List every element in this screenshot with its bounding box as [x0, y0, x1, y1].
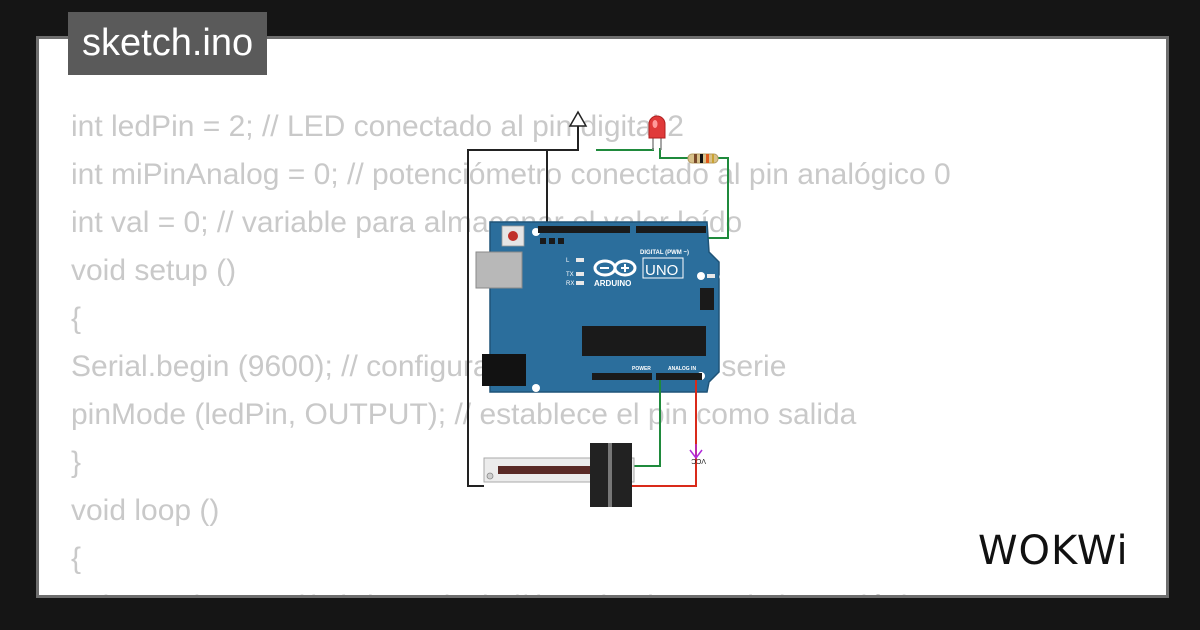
wire-gnd-pot — [467, 149, 578, 487]
power-jack — [482, 354, 526, 386]
code-line: { — [71, 302, 82, 335]
icsp-pin — [549, 238, 555, 244]
l-led — [576, 258, 584, 262]
code-line: void loop () — [71, 494, 220, 527]
vcc-label: VCC — [691, 457, 706, 464]
power-header-label: POWER — [632, 366, 651, 372]
code-line: int ledPin = 2; // LED conectado al pin … — [71, 110, 684, 143]
usb-port — [475, 251, 523, 289]
icsp-header — [700, 288, 714, 310]
slider-handle-groove — [608, 443, 612, 507]
board-model-frame — [642, 257, 684, 279]
code-line: { — [71, 542, 82, 575]
analog-header — [656, 373, 702, 380]
slide-potentiometer[interactable] — [483, 443, 635, 507]
analog-header-label: ANALOG IN — [668, 366, 696, 372]
wire-pot-vcc — [632, 380, 697, 487]
board-model: UNO — [645, 262, 678, 279]
l-led-label: L — [566, 258, 570, 264]
tx-led-label: TX — [566, 272, 574, 278]
code-line: void setup () — [71, 254, 237, 287]
resistor[interactable] — [687, 153, 719, 164]
wire-led-cathode — [596, 148, 654, 151]
code-listing: int ledPin = 2; // LED conectado al pin … — [71, 103, 951, 595]
reset-button-cap[interactable] — [508, 231, 518, 241]
code-area: int ledPin = 2; // LED conectado al pin … — [36, 36, 1169, 598]
wire-gnd-top — [546, 126, 579, 222]
led[interactable] — [648, 115, 666, 150]
mount-hole — [697, 272, 705, 280]
ground-symbol — [568, 110, 588, 127]
on-led — [707, 274, 715, 278]
code-line: val = analogRead(miPinAnalog); // lee el… — [71, 583, 951, 595]
arduino-uno-board[interactable]: DIGITAL (PWM ~) L TX RX UNO ARDUINO ON P… — [475, 221, 728, 393]
project-title: sketch.ino — [68, 12, 268, 75]
wire-pot-signal — [632, 380, 661, 467]
atmega-chip — [582, 326, 706, 356]
digital-header-left — [538, 226, 630, 233]
on-label: ON — [719, 275, 728, 281]
rx-led-label: RX — [566, 281, 574, 287]
brand-logo-text: WOKWi — [978, 528, 1129, 574]
icsp-pin — [540, 238, 546, 244]
rx-led — [576, 281, 584, 285]
arduino-logo — [593, 259, 637, 277]
icsp-pin — [558, 238, 564, 244]
tx-led — [576, 272, 584, 276]
wokwi-logo: WOKWi — [978, 528, 1129, 574]
digital-header-right — [636, 226, 706, 233]
wire-led-anode — [659, 148, 688, 159]
code-line: pinMode (ledPin, OUTPUT); // establece e… — [71, 398, 857, 431]
code-line: } — [71, 446, 82, 479]
wire-resistor-pin2 — [703, 157, 729, 239]
power-header — [592, 373, 652, 380]
digital-header-label: DIGITAL (PWM ~) — [640, 250, 689, 256]
mount-hole — [532, 384, 540, 392]
board-brand: ARDUINO — [594, 279, 631, 288]
